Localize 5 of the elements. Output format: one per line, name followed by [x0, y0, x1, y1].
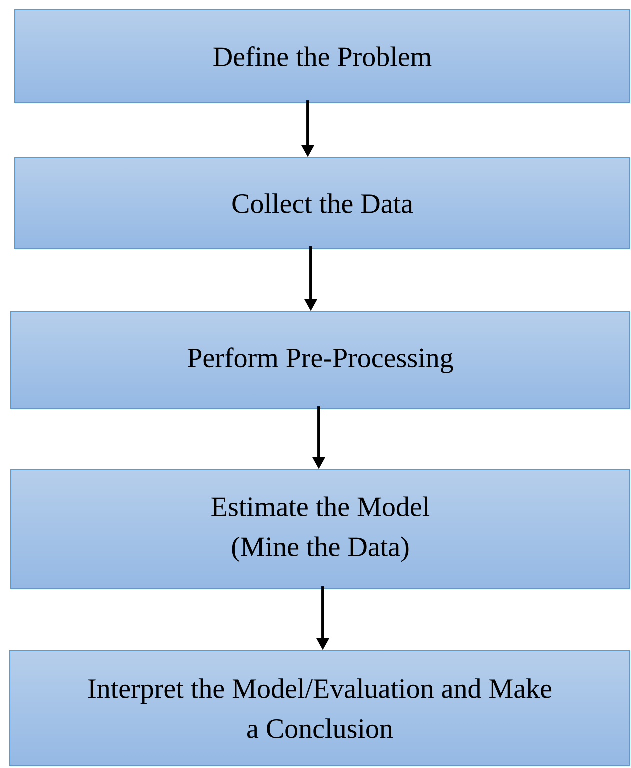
process-box: Define the Problem — [14, 9, 631, 104]
process-box: Collect the Data — [14, 157, 631, 250]
process-box: Interpret the Model/Evaluation and Make a Conclusion — [9, 650, 631, 767]
process-box: Estimate the Model (Mine the Data) — [10, 469, 631, 590]
process-box: Perform Pre-Processing — [10, 311, 631, 410]
